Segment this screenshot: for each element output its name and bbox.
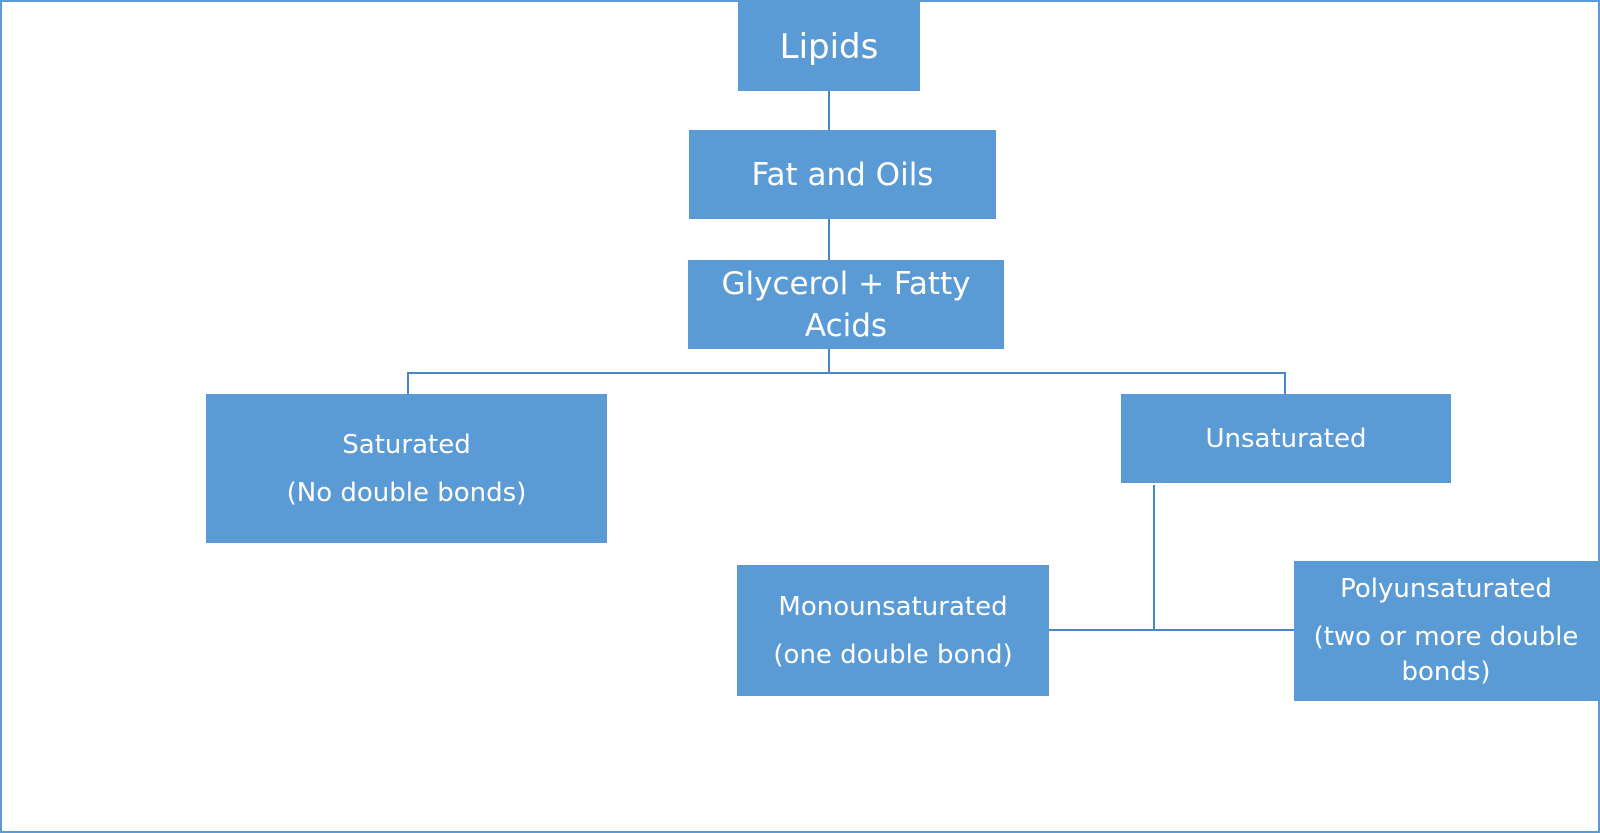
node-polyunsaturated-note-line2: bonds) [1401, 657, 1491, 687]
node-fat-and-oils: Fat and Oils [689, 130, 996, 219]
node-polyunsaturated: Polyunsaturated (two or more double bond… [1294, 561, 1598, 701]
node-monounsaturated: Monounsaturated (one double bond) [737, 565, 1049, 696]
node-unsaturated: Unsaturated [1121, 394, 1451, 483]
node-lipids: Lipids [738, 2, 920, 91]
node-glycerol-line1: Glycerol + Fatty [721, 265, 971, 302]
node-polyunsaturated-title: Polyunsaturated [1340, 574, 1552, 604]
node-monounsaturated-note: (one double bond) [773, 639, 1013, 670]
node-glycerol-fatty-acids: Glycerol + Fatty Acids [688, 260, 1004, 349]
node-glycerol-line2: Acids [804, 307, 888, 344]
node-saturated-title: Saturated [342, 429, 471, 460]
node-polyunsaturated-note-line1: (two or more double [1313, 622, 1579, 652]
node-saturated: Saturated (No double bonds) [206, 394, 607, 543]
node-lipids-label: Lipids [779, 26, 879, 67]
node-monounsaturated-title: Monounsaturated [778, 591, 1008, 622]
node-fat-and-oils-label: Fat and Oils [751, 156, 934, 193]
node-unsaturated-title: Unsaturated [1205, 423, 1367, 454]
node-saturated-note: (No double bonds) [286, 477, 527, 508]
